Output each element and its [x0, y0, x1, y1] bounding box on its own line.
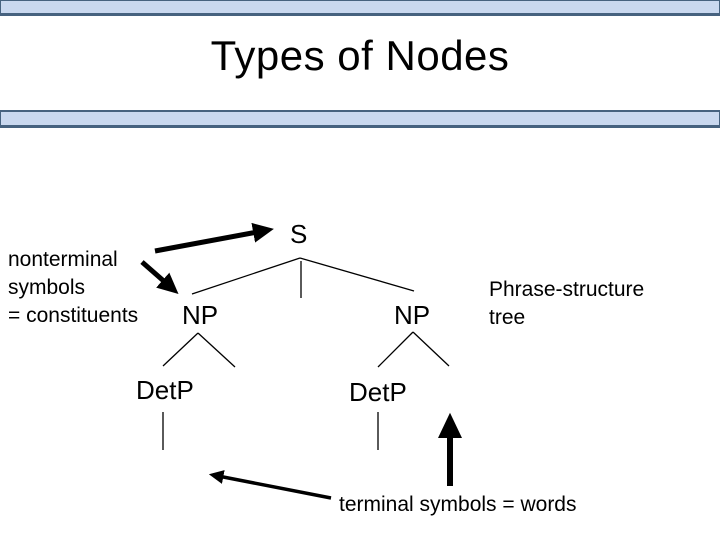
arrow-nonterminal-to-s — [154, 222, 274, 254]
tree-node-detp-right: DetP — [349, 377, 407, 407]
tree-node-detp-left: DetP — [136, 375, 194, 405]
annotation-phrase-line1: Phrase-structure — [489, 278, 645, 301]
annotation-terminal-symbols: terminal symbols = words — [339, 493, 577, 516]
top-accent-bar — [0, 0, 720, 16]
annotation-nonterminal-symbols: nonterminal symbols = constituents — [8, 246, 138, 330]
arrow-terminal-to-left-leaf — [208, 470, 332, 500]
arrow-nonterminal-to-np — [140, 260, 179, 294]
branch-npright-to-leaf — [412, 331, 450, 367]
tree-node-np-left: NP — [182, 300, 219, 330]
annotation-phrase-structure-tree: Phrase-structure tree — [489, 276, 644, 332]
divider-accent-bar — [0, 110, 720, 128]
branch-npleft-to-leaf — [197, 332, 236, 368]
branch-s-to-np-right — [299, 257, 415, 292]
tree-node-s: S — [290, 219, 308, 249]
tree-node-np-right: NP — [394, 300, 431, 330]
branch-npright-to-detp — [377, 331, 414, 368]
annotation-nonterminal-line1: nonterminal — [8, 248, 118, 271]
annotation-phrase-line2: tree — [489, 306, 526, 329]
annotation-nonterminal-line2: symbols — [8, 276, 86, 299]
page-title: Types of Nodes — [210, 32, 510, 79]
branch-s-to-np-left — [191, 257, 301, 295]
annotation-nonterminal-line3: = constituents — [8, 304, 139, 327]
branch-npleft-to-detp — [162, 332, 199, 367]
